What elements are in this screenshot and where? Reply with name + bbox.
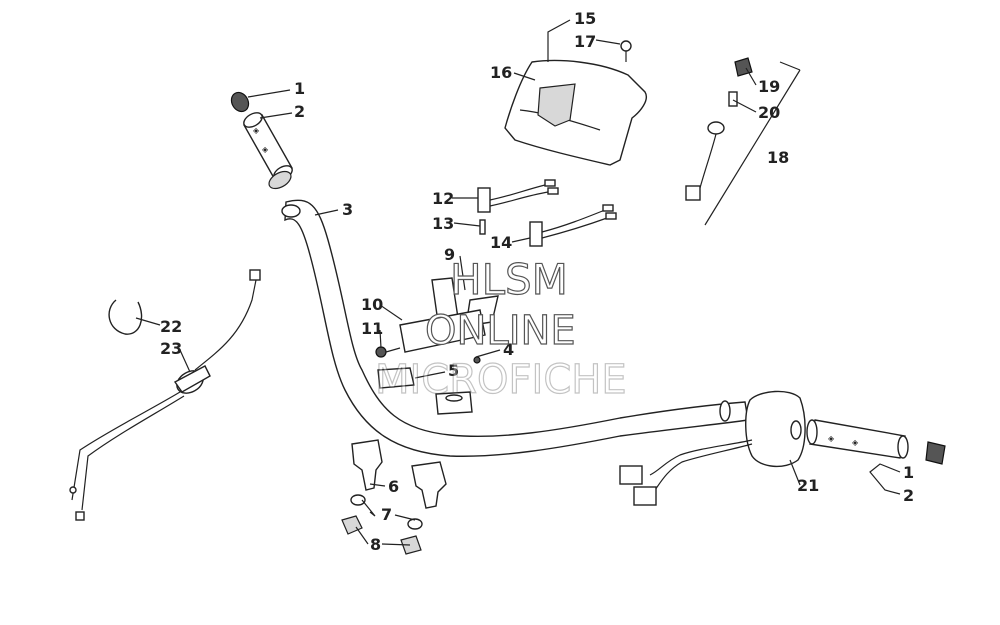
key-switch [685,57,801,226]
callout-5: 5 [448,361,459,380]
svg-text:◈: ◈ [262,145,269,154]
callout-13: 13 [432,214,454,233]
callout-17: 17 [574,32,596,51]
callout-16: 16 [490,63,512,82]
callout-2-left: 2 [294,102,305,121]
right-grip: ◈ ◈ [806,419,946,465]
callout-19: 19 [758,77,780,96]
switch-housing [619,390,806,506]
callout-4: 4 [503,340,514,359]
throttle-cable [69,269,261,521]
callout-12: 12 [432,189,454,208]
clamps-and-risers [341,356,481,555]
callout-7: 7 [381,505,392,524]
callout-2-right: 2 [903,486,914,505]
callout-10: 10 [361,295,383,314]
callout-8: 8 [370,535,381,554]
watermark-line-2: ONLINE [425,308,576,354]
callout-11: 11 [361,319,383,338]
watermark: HLSM ONLINE MICROFICHE [374,254,627,403]
callout-6: 6 [388,477,399,496]
callout-14: 14 [490,233,512,252]
wire-connectors [477,179,617,247]
callout-21: 21 [797,476,819,495]
leader-lines [135,19,901,546]
callout-18: 18 [767,148,789,167]
left-grip: ◈ ◈ [230,91,293,190]
callout-15: 15 [574,9,596,28]
callout-9: 9 [444,245,455,264]
callout-23: 23 [160,339,182,358]
callout-numbers: 1 2 3 4 5 6 7 8 9 10 11 12 13 14 15 16 1… [160,9,914,554]
svg-text:◈: ◈ [253,126,260,135]
callout-20: 20 [758,103,780,122]
callout-1-right: 1 [903,463,914,482]
callout-1-left: 1 [294,79,305,98]
svg-text:◈: ◈ [852,438,859,447]
watermark-line-1: HLSM [450,255,568,304]
callout-22: 22 [160,317,182,336]
watermark-line-3: MICROFICHE [375,357,627,403]
mounting-bracket [375,277,499,358]
svg-text:◈: ◈ [828,434,835,443]
callout-3: 3 [342,200,353,219]
handlebar-cover [504,40,647,166]
